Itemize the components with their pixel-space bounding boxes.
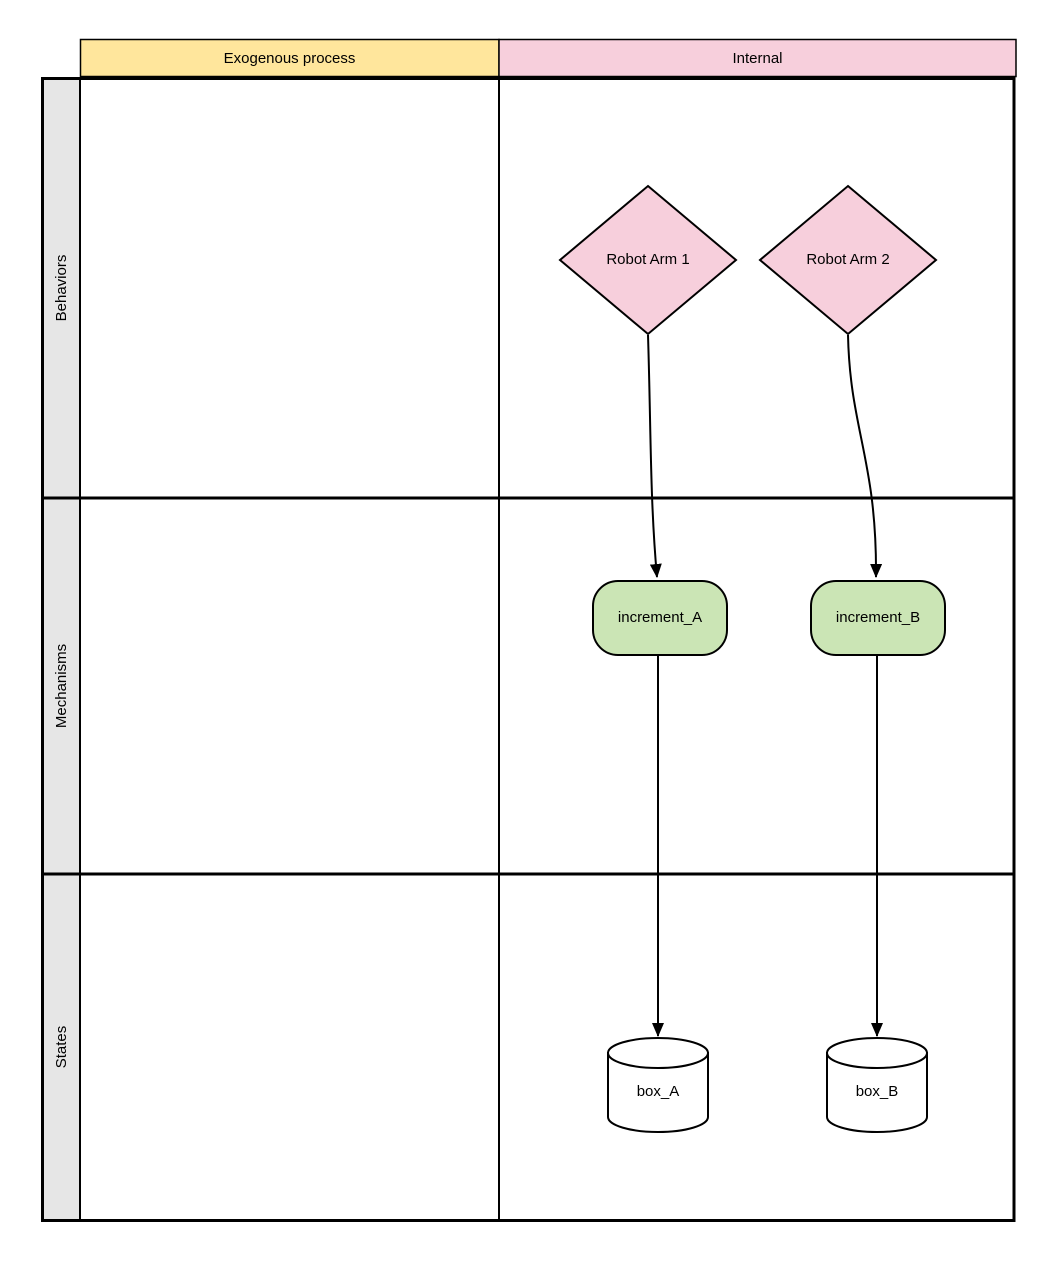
box-a-cylinder-top [607,1037,709,1069]
box-a-cylinder [607,1037,709,1133]
column-header-exogenous-cell [79,38,500,78]
box-b-cylinder-body [826,1052,928,1133]
box-b-cylinder [826,1037,928,1133]
increment-a-process [592,580,728,656]
column-header-internal-cell [498,38,1017,78]
row-header-states-cell [41,873,81,1222]
box-a-cylinder-body [607,1052,709,1133]
edge-robot-arm-1-to-increment-a [647,334,662,578]
edge-robot-arm-2-to-increment-b [847,334,883,578]
table-outer-border [41,77,1016,1222]
box-b-cylinder-top [826,1037,928,1069]
row-header-behaviors-cell [41,77,81,499]
increment-b-process [810,580,946,656]
robot-arm-2-diamond [758,184,938,336]
robot-arm-1-diamond [558,184,738,336]
row-header-mechanisms-cell [41,497,81,875]
